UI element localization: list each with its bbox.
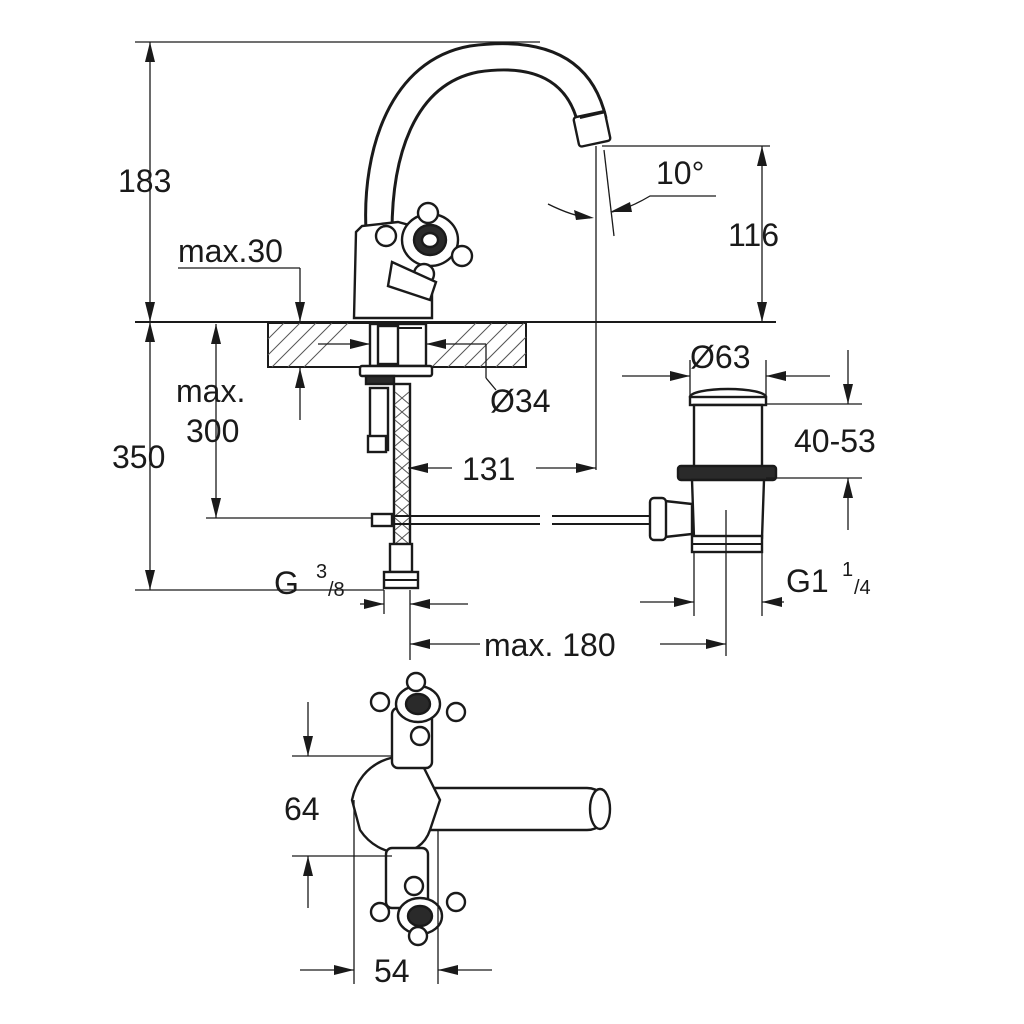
hatch-line [511,352,527,368]
hatch-line [271,322,317,368]
hatch-line [267,322,301,356]
label-g-inlet-den: /8 [328,579,345,601]
label-max-180: max. 180 [484,627,616,663]
hose-braid [394,447,410,461]
label-g-inlet-num: 3 [316,561,327,583]
hatch-line [447,322,493,368]
tap-top-view [350,671,612,947]
label-116: 116 [728,217,779,253]
hatch-line [431,322,477,368]
hose-braid [394,531,410,545]
hose-braid [394,405,410,419]
hose-braid [394,391,410,405]
hose-braid [394,489,410,503]
hatch-line [495,336,527,368]
hose-braid [394,503,410,517]
label-300: 300 [186,413,239,449]
dimension-labels: 183 max.30 max. 300 350 Ø34 10° 116 Ø63 … [112,155,876,989]
label-diameter-34: Ø34 [490,383,550,419]
hose-braid [394,475,410,489]
tap-side-view [352,42,652,590]
pop-up-waste [648,387,778,554]
label-g-inlet: G [274,565,299,601]
hose-braid [394,419,410,433]
label-g-waste-num: 1 [842,559,853,581]
label-g-waste-den: /4 [854,577,871,599]
label-angle: 10° [656,155,704,191]
hatch-line [267,322,285,340]
hose-braid [394,433,410,447]
label-183: 183 [118,163,171,199]
hatch-line [287,322,333,368]
hatch-line [479,322,525,368]
label-131: 131 [462,451,515,487]
label-54: 54 [374,953,410,989]
label-64: 64 [284,791,320,827]
hatch-line [303,322,349,368]
label-max-30: max.30 [178,233,283,269]
label-g-waste: G1 [786,563,829,599]
hose-braid [394,461,410,475]
dimension-lines [135,41,862,984]
label-350: 350 [112,439,165,475]
label-diameter-63: Ø63 [690,339,750,375]
label-max: max. [176,373,245,409]
label-40-53: 40-53 [794,423,876,459]
